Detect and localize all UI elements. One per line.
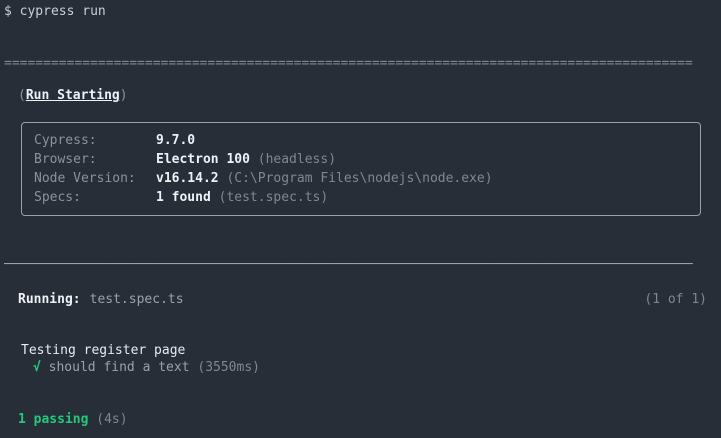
info-value-specs: 1 found	[156, 190, 211, 205]
info-label-browser: Browser:	[34, 152, 97, 167]
test-name: should find a text	[48, 360, 190, 375]
test-summary-line: 1 passing (4s)	[18, 411, 128, 428]
info-row: Specs: 1 found (test.spec.ts)	[34, 189, 700, 208]
info-value-node-version: v16.14.2	[156, 171, 219, 186]
info-note-specs-file: (test.spec.ts)	[218, 190, 329, 205]
prompt-command: cypress run	[19, 4, 106, 19]
info-row: Cypress: 9.7.0	[34, 132, 700, 151]
info-note-spacer-node	[219, 170, 227, 187]
info-value-browser: Electron 100	[156, 152, 250, 167]
test-result-row: √ should find a text (3550ms)	[33, 359, 260, 376]
info-row: Node Version: v16.14.2 (C:\Program Files…	[34, 170, 700, 189]
test-suite-title: Testing register page	[21, 343, 186, 358]
info-label-specs: Specs:	[34, 190, 81, 205]
info-label-node-version: Node Version:	[34, 171, 136, 186]
info-value-cypress: 9.7.0	[156, 133, 196, 148]
summary-duration: (4s)	[96, 412, 128, 427]
info-label-cypress: Cypress:	[34, 133, 97, 148]
info-note-node-path: (C:\Program Files\nodejs\node.exe)	[226, 171, 493, 186]
separator-equals: ========================================…	[4, 56, 693, 71]
separator-thin: ────────────────────────────────────────…	[4, 257, 693, 272]
info-note-spacer-specs	[211, 189, 219, 206]
open-paren: (	[18, 88, 26, 103]
run-starting-heading: (Run Starting)	[18, 87, 128, 104]
prompt-sigil: $	[4, 4, 12, 19]
info-note-browser	[250, 151, 258, 168]
info-row: Browser: Electron 100 (headless)	[34, 151, 700, 170]
run-starting-label: Run Starting	[25, 88, 120, 103]
running-spec-counter: (1 of 1)	[644, 292, 707, 307]
check-icon: √	[33, 360, 41, 375]
test-duration: (3550ms)	[197, 360, 260, 375]
summary-passing-count: 1 passing	[18, 412, 89, 427]
run-info-box: Cypress: 9.7.0 Browser: Electron 100 (he…	[21, 122, 701, 216]
running-label: Running:	[18, 292, 81, 307]
info-note-browser-text: (headless)	[257, 152, 337, 167]
shell-prompt-line: $ cypress run	[4, 3, 106, 20]
running-spec-name: test.spec.ts	[89, 292, 184, 307]
close-paren: )	[119, 88, 128, 103]
running-spec-line: Running: test.spec.ts (1 of 1)	[18, 291, 707, 308]
